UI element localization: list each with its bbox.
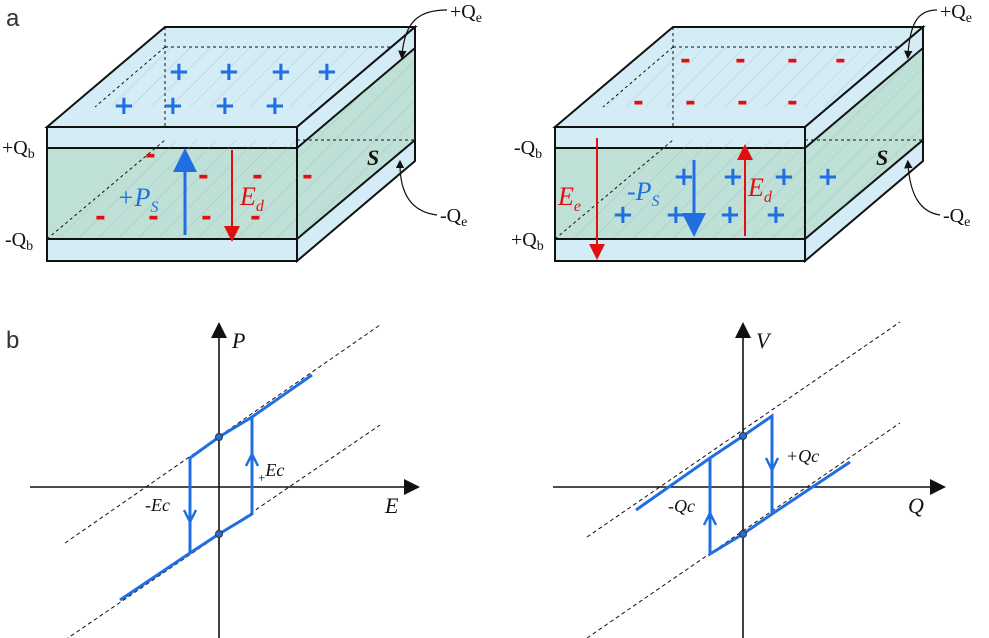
x-axis-label: Q <box>908 493 924 518</box>
negative-coercive-label: -Qc <box>668 496 695 516</box>
minus-sign: - <box>680 45 691 75</box>
left-hysteresis-plot: E P +Ec -Ec <box>30 322 420 638</box>
plus-sign: + <box>765 200 787 230</box>
external-field-label: Ee <box>557 182 581 215</box>
minus-sign: - <box>737 87 748 117</box>
field-label: Ed <box>239 182 265 215</box>
panel-label-b: b <box>6 327 19 354</box>
polarization-label: -PS <box>627 177 660 210</box>
left-top-charge-label: +Qb <box>2 137 35 162</box>
hysteresis-loop-upper <box>119 373 313 602</box>
right-hysteresis-plot: Q V +Qc -Qc <box>553 321 946 638</box>
minus-sign: - <box>633 87 644 117</box>
minus-sign: - <box>148 202 159 232</box>
y-axis-label: V <box>756 328 772 353</box>
left-bottom-charge-label: -Qb <box>5 229 33 254</box>
left-bottom-charge-label: +Qb <box>511 229 544 254</box>
plus-sign: + <box>113 91 135 121</box>
negative-coercive-label: -Ec <box>145 495 170 515</box>
left-top-charge-label: -Qb <box>514 137 542 162</box>
minus-sign: - <box>302 161 313 191</box>
hysteresis-loop-lower <box>189 417 254 555</box>
plus-sign: + <box>665 200 687 230</box>
plus-sign: + <box>162 91 184 121</box>
top-hatch <box>95 47 413 107</box>
minus-sign: - <box>787 45 798 75</box>
top-charge-label: +Qe <box>450 1 482 26</box>
plus-sign: + <box>612 200 634 230</box>
plus-sign: + <box>673 162 695 192</box>
minus-sign: - <box>685 87 696 117</box>
positive-coercive-label: +Qc <box>786 446 819 466</box>
minus-sign: - <box>145 140 156 170</box>
right-film-plus-signs: + + + + + + + + <box>612 162 839 230</box>
depolarization-field-label: Ed <box>747 173 773 206</box>
right-capacitor <box>552 24 926 264</box>
panel-label-a: a <box>6 5 20 32</box>
plus-sign: + <box>264 91 286 121</box>
left-capacitor <box>44 24 418 264</box>
plus-sign: + <box>214 91 236 121</box>
right-top-minus-signs: - - - - - - - - <box>633 45 846 117</box>
top-charge-label: +Qe <box>940 1 972 26</box>
plus-sign: + <box>168 57 190 87</box>
minus-sign: - <box>735 45 746 75</box>
bottom-charge-label: -Qe <box>440 205 467 230</box>
polarization-label: +PS <box>117 183 158 216</box>
plus-sign: + <box>773 162 795 192</box>
minus-sign: - <box>787 87 798 117</box>
bottom-charge-label: -Qe <box>943 205 970 230</box>
minus-sign: - <box>198 161 209 191</box>
left-top-plus-signs: + + + + + + + + <box>113 57 338 121</box>
plus-sign: + <box>316 57 338 87</box>
hysteresis-loop-upper <box>635 413 851 517</box>
x-axis-label: E <box>384 493 399 518</box>
positive-coercive-label: +Ec <box>258 460 284 485</box>
left-film-minus-signs: - - - - - - - - <box>95 140 313 232</box>
plus-sign: + <box>218 57 240 87</box>
minus-sign: - <box>95 202 106 232</box>
hysteresis-loop-lower <box>708 458 773 557</box>
minus-sign: - <box>252 161 263 191</box>
plus-sign: + <box>817 162 839 192</box>
plus-sign: + <box>270 57 292 87</box>
plus-sign: + <box>722 162 744 192</box>
plus-sign: + <box>719 200 741 230</box>
y-axis-label: P <box>231 328 245 353</box>
front-bottom-plate <box>46 238 298 262</box>
minus-sign: - <box>835 45 846 75</box>
area-label: S <box>876 145 888 170</box>
minus-sign: - <box>201 202 212 232</box>
minus-sign: - <box>250 202 261 232</box>
area-label: S <box>367 145 379 170</box>
